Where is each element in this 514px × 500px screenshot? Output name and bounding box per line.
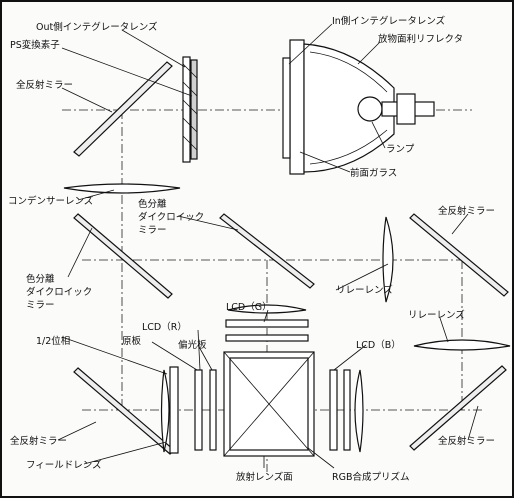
- mirrors: [73, 61, 509, 455]
- lamp: [357, 96, 383, 122]
- panels: [169, 319, 351, 454]
- in-integrator-lens: [282, 57, 291, 159]
- half-wave-plate: [169, 366, 179, 454]
- total-mirror-bottom-right: [409, 365, 507, 451]
- label-lcd-r: LCD（R）: [142, 321, 187, 333]
- relay-lens-2: [413, 339, 511, 351]
- label-exit-face: 放射レンズ面: [236, 471, 293, 483]
- label-lamp: ランプ: [386, 144, 415, 155]
- paraboloid-reflector: [303, 43, 395, 173]
- lamp-assembly: [282, 39, 435, 175]
- label-polarizer: 偏光板: [178, 339, 207, 351]
- dichroic-mirror-left: [73, 213, 173, 299]
- out-integrator-lens: [182, 56, 191, 163]
- total-mirror-bottom-left: [73, 367, 175, 455]
- label-in-integrator: In側インテグレータレンズ: [332, 15, 446, 27]
- label-front-glass: 前面ガラス: [350, 167, 397, 179]
- lenses: [63, 183, 511, 453]
- label-dichroic-left-2: ダイクロイック: [26, 286, 92, 298]
- polarizer-g: [225, 334, 309, 342]
- labels: Out側インテグレータレンズ In側インテグレータレンズ PS変換素子 放物面利…: [8, 15, 495, 483]
- label-relay-lens-2: リレーレンズ: [408, 309, 465, 321]
- label-half-wave: 1/2位相: [36, 335, 70, 347]
- label-dichroic-center-2: ダイクロイック: [138, 211, 204, 223]
- label-relay-lens-1: リレーレンズ: [336, 284, 393, 296]
- lcd-r-panel: [194, 369, 203, 451]
- polarizer-plate: [209, 369, 217, 451]
- label-total-mirror-bottom-left: 全反射ミラー: [10, 435, 67, 447]
- label-total-mirror-top-left: 全反射ミラー: [16, 79, 73, 91]
- front-glass: [289, 39, 305, 175]
- label-lcd-b: LCD（B）: [356, 339, 401, 351]
- integrator-group: [182, 56, 198, 163]
- label-dichroic-left-1: 色分離: [26, 273, 55, 285]
- lcd-g-panel: [225, 319, 309, 328]
- total-mirror-top-left: [73, 61, 173, 157]
- label-dichroic-left-3: ミラー: [26, 300, 55, 311]
- lamp-socket: [396, 93, 416, 125]
- condenser-lens: [63, 183, 181, 194]
- ps-converter: [190, 59, 198, 160]
- label-condenser-lens: コンデンサーレンズ: [8, 195, 94, 207]
- dichroic-mirror-center: [219, 213, 315, 289]
- field-lens-b: [354, 369, 364, 453]
- field-lens-g: [227, 304, 307, 314]
- lcd-b-panel: [329, 369, 338, 451]
- field-lens-r: [160, 369, 170, 453]
- label-source-plate: 原板: [122, 335, 142, 347]
- label-total-mirror-top-right: 全反射ミラー: [438, 205, 495, 217]
- label-out-integrator: Out側インテグレータレンズ: [36, 21, 158, 33]
- total-mirror-top-right: [409, 213, 509, 297]
- label-total-mirror-bottom-right: 全反射ミラー: [438, 435, 495, 447]
- leader-lines: [57, 23, 479, 469]
- label-dichroic-center-1: 色分離: [138, 198, 167, 210]
- label-ps-converter: PS変換素子: [10, 39, 60, 51]
- label-lcd-g: LCD（G）: [226, 301, 272, 313]
- label-field-lens: フィールドレンズ: [26, 459, 102, 471]
- relay-lens-1: [382, 216, 394, 303]
- polarizer-b: [343, 369, 351, 451]
- label-rgb-prism: RGB合成プリズム: [332, 471, 409, 483]
- label-reflector: 放物面利リフレクタ: [378, 33, 463, 45]
- rgb-prism: [223, 351, 315, 457]
- label-dichroic-center-3: ミラー: [138, 225, 167, 236]
